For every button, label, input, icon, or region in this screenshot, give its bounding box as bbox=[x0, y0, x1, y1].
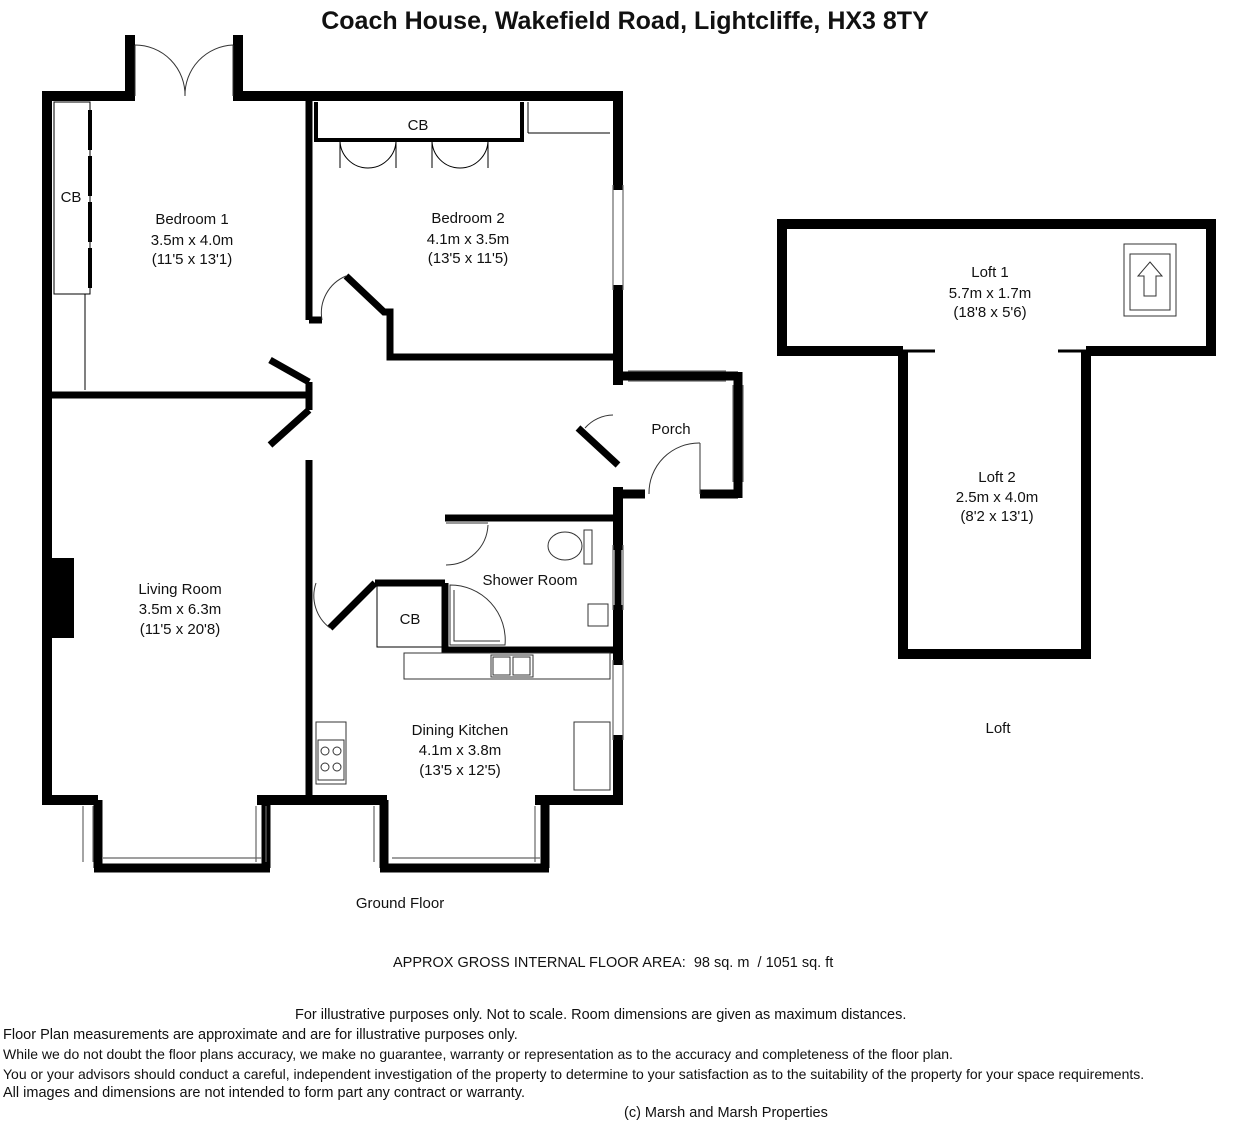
bedroom2-metric: 4.1m x 3.5m bbox=[427, 231, 510, 248]
kitchen-imperial: (13'5 x 12'5) bbox=[419, 762, 501, 779]
cb-hall: CB bbox=[400, 611, 421, 628]
porch-windows bbox=[628, 370, 744, 482]
disclaimer-line-4: You or your advisors should conduct a ca… bbox=[3, 1066, 1145, 1082]
loft2-metric: 2.5m x 4.0m bbox=[956, 489, 1039, 506]
hall-cupboard bbox=[376, 584, 444, 648]
bedroom2-wardrobe bbox=[314, 102, 610, 169]
shower-fittings bbox=[449, 529, 609, 646]
living-imperial: (11'5 x 20'8) bbox=[140, 621, 221, 638]
kitchen-fittings bbox=[315, 652, 611, 791]
loft1-metric: 5.7m x 1.7m bbox=[949, 285, 1032, 302]
floor-area-metric: 98 sq. m bbox=[693, 955, 750, 971]
disclaimer-line-2: Floor Plan measurements are approximate … bbox=[3, 1027, 518, 1043]
kitchen-metric: 4.1m x 3.8m bbox=[419, 742, 502, 759]
bedroom1-imperial: (11'5 x 13'1) bbox=[152, 251, 233, 268]
kitchen-name: Dining Kitchen bbox=[412, 722, 509, 739]
shower-name: Shower Room bbox=[482, 572, 577, 589]
door-swings bbox=[313, 275, 701, 629]
ground-floor-plan bbox=[42, 35, 744, 873]
bedroom2-name: Bedroom 2 bbox=[431, 210, 504, 227]
fireplace bbox=[52, 558, 74, 638]
ground-floor-label: Ground Floor bbox=[356, 895, 444, 912]
bedroom1-wardrobe bbox=[53, 101, 92, 390]
cb-bedroom1: CB bbox=[61, 189, 82, 206]
loft-plan bbox=[777, 219, 1216, 659]
porch-name: Porch bbox=[651, 421, 690, 438]
loft-hatch bbox=[1123, 243, 1177, 317]
french-doors bbox=[134, 44, 234, 97]
plan-title: Coach House, Wakefield Road, Lightcliffe… bbox=[321, 7, 929, 35]
floor-area-imperial: 1051 sq. ft bbox=[765, 955, 834, 971]
copyright: (c) Marsh and Marsh Properties bbox=[624, 1105, 828, 1121]
windows bbox=[612, 185, 624, 740]
disclaimer-line-5: All images and dimensions are not intend… bbox=[3, 1085, 525, 1101]
cb-bedroom2: CB bbox=[408, 117, 429, 134]
porch-walls bbox=[618, 371, 743, 499]
interior-walls bbox=[47, 96, 622, 800]
disclaimer-line-1: For illustrative purposes only. Not to s… bbox=[295, 1007, 907, 1023]
exterior-walls bbox=[42, 35, 623, 805]
living-bay-window bbox=[82, 795, 271, 873]
loft2-imperial: (8'2 x 13'1) bbox=[960, 508, 1033, 525]
loft2-name: Loft 2 bbox=[978, 469, 1016, 486]
bedroom1-metric: 3.5m x 4.0m bbox=[151, 232, 234, 249]
floor-area-sep: / bbox=[757, 955, 762, 971]
disclaimer-line-3: While we do not doubt the floor plans ac… bbox=[3, 1046, 953, 1062]
loft1-imperial: (18'8 x 5'6) bbox=[953, 304, 1026, 321]
bedroom2-imperial: (13'5 x 11'5) bbox=[428, 250, 509, 267]
hall-angled-walls bbox=[267, 356, 621, 631]
living-name: Living Room bbox=[138, 581, 221, 598]
bedroom1-name: Bedroom 1 bbox=[155, 211, 228, 228]
living-metric: 3.5m x 6.3m bbox=[139, 601, 222, 618]
floor-area: APPROX GROSS INTERNAL FLOOR AREA: 98 sq.… bbox=[393, 954, 833, 972]
loft-label: Loft bbox=[985, 720, 1011, 737]
loft1-name: Loft 1 bbox=[971, 264, 1009, 281]
kitchen-bay-window bbox=[373, 800, 550, 873]
floor-area-label: APPROX GROSS INTERNAL FLOOR AREA: bbox=[393, 955, 686, 971]
